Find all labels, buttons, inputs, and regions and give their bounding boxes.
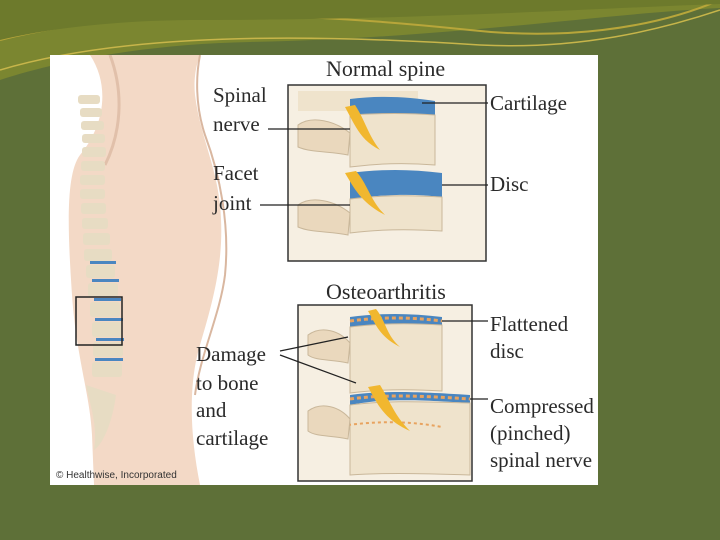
label-damage-line4: cartilage <box>196 426 269 450</box>
copyright-credit: © Healthwise, Incorporated <box>56 470 177 481</box>
osteoarthritis-panel <box>279 304 488 482</box>
label-compressed-nerve-line3: spinal nerve <box>490 448 593 472</box>
body-illustration <box>68 55 228 485</box>
spine-osteoarthritis-figure: Normal spine Spinal nerve Facet joint Ca… <box>50 55 598 485</box>
label-compressed-nerve-line2: (pinched) <box>490 421 571 445</box>
spine-column-illustration <box>78 95 124 450</box>
label-flattened-disc-line1: Flattened <box>490 312 569 336</box>
normal-spine-panel <box>260 84 488 262</box>
label-damage-line2: to bone <box>196 371 259 395</box>
label-compressed-nerve-line1: Compressed <box>490 394 594 418</box>
normal-spine-heading: Normal spine <box>326 56 446 81</box>
label-damage-line3: and <box>196 398 227 422</box>
label-flattened-disc-line2: disc <box>490 339 524 363</box>
label-damage-line1: Damage <box>196 342 266 366</box>
label-disc: Disc <box>490 172 529 196</box>
label-spinal-nerve-line1: Spinal <box>213 83 267 107</box>
spine-highlight-box <box>75 296 123 346</box>
label-spinal-nerve-line2: nerve <box>213 112 260 136</box>
label-cartilage: Cartilage <box>490 91 567 115</box>
osteoarthritis-heading: Osteoarthritis <box>326 279 446 304</box>
figure-illustration <box>68 55 488 485</box>
label-facet-joint-line1: Facet <box>213 161 259 185</box>
label-facet-joint-line2: joint <box>213 191 252 215</box>
